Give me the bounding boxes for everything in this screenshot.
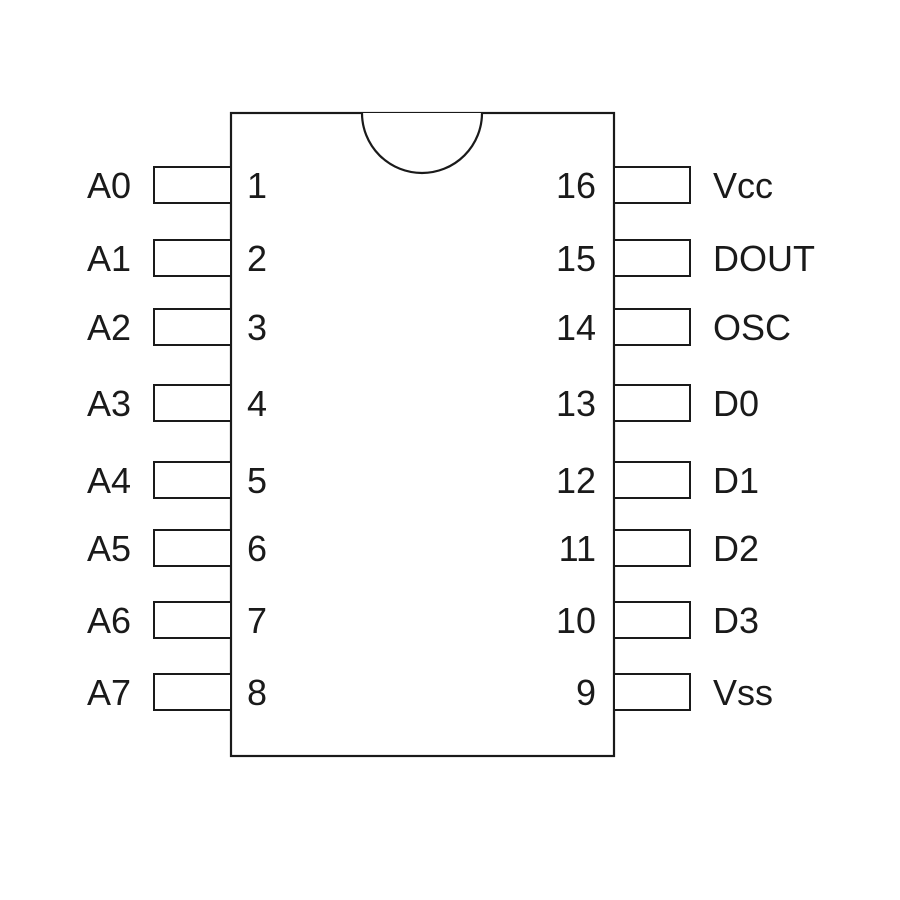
pin-name-label: A7 (87, 672, 131, 713)
pin-number-label: 9 (576, 672, 596, 713)
pin-name-label: A5 (87, 528, 131, 569)
pin-name-label: A0 (87, 165, 131, 206)
pin-number-label: 5 (247, 460, 267, 501)
pin-name-label: D3 (713, 600, 759, 641)
pin-7: A6 7 (87, 600, 267, 641)
pin-name-label: Vss (713, 672, 773, 713)
pin-13: 13 D0 (556, 383, 759, 424)
pin-lead (613, 384, 691, 422)
pin-number-label: 16 (556, 165, 596, 206)
pin-lead (153, 461, 232, 499)
pin-number-label: 15 (556, 238, 596, 279)
pin-number-label: 8 (247, 672, 267, 713)
pin-lead (613, 308, 691, 346)
pin-lead (153, 384, 232, 422)
pin-lead (153, 166, 232, 204)
pin1-notch (360, 112, 484, 175)
pin-11: 11 D2 (559, 528, 759, 569)
left-pin-row: A0 1A1 2A2 3A3 4A4 5A5 6A6 7A7 8 (87, 165, 267, 713)
pin-8: A7 8 (87, 672, 267, 713)
pin-lead (613, 673, 691, 711)
pin-lead (613, 601, 691, 639)
pin-number-label: 7 (247, 600, 267, 641)
pin-name-label: A2 (87, 307, 131, 348)
pin-name-label: A1 (87, 238, 131, 279)
pin-lead (153, 529, 232, 567)
pin-lead (153, 308, 232, 346)
pin-number-label: 10 (556, 600, 596, 641)
pin-name-label: A6 (87, 600, 131, 641)
pin-1: A0 1 (87, 165, 267, 206)
pin-lead (153, 673, 232, 711)
pin-number-label: 1 (247, 165, 267, 206)
pin-number-label: 4 (247, 383, 267, 424)
pin-name-label: Vcc (713, 165, 773, 206)
right-pin-row: 16 Vcc 15 DOUT 14 OSC 13 D0 12 D1 11 D2 10 D3 9 Vss (556, 165, 815, 713)
ic-package-body (229, 111, 616, 758)
pin-name-label: A3 (87, 383, 131, 424)
pin-number-label: 13 (556, 383, 596, 424)
pin-name-label: D2 (713, 528, 759, 569)
pin-number-label: 6 (247, 528, 267, 569)
pin-2: A1 2 (87, 238, 267, 279)
pin-number-label: 11 (559, 528, 596, 569)
pin-4: A3 4 (87, 383, 267, 424)
pin-9: 9 Vss (576, 672, 773, 713)
pin-lead (613, 239, 691, 277)
pin-12: 12 D1 (556, 460, 759, 501)
pin-name-label: DOUT (713, 238, 815, 279)
pin-14: 14 OSC (556, 307, 791, 348)
pin-16: 16 Vcc (556, 165, 773, 206)
pin-name-label: D1 (713, 460, 759, 501)
pin-number-label: 14 (556, 307, 596, 348)
pin-10: 10 D3 (556, 600, 759, 641)
pin-name-label: OSC (713, 307, 791, 348)
pin-3: A2 3 (87, 307, 267, 348)
pin-lead (613, 166, 691, 204)
pin-lead (153, 239, 232, 277)
pin-6: A5 6 (87, 528, 267, 569)
pin-lead (613, 461, 691, 499)
pin-name-label: D0 (713, 383, 759, 424)
pin-number-label: 12 (556, 460, 596, 501)
pin-name-label: A4 (87, 460, 131, 501)
pin-number-label: 3 (247, 307, 267, 348)
pin-5: A4 5 (87, 460, 267, 501)
pin-number-label: 2 (247, 238, 267, 279)
pin-15: 15 DOUT (556, 238, 815, 279)
pin-lead (153, 601, 232, 639)
pin-lead (613, 529, 691, 567)
